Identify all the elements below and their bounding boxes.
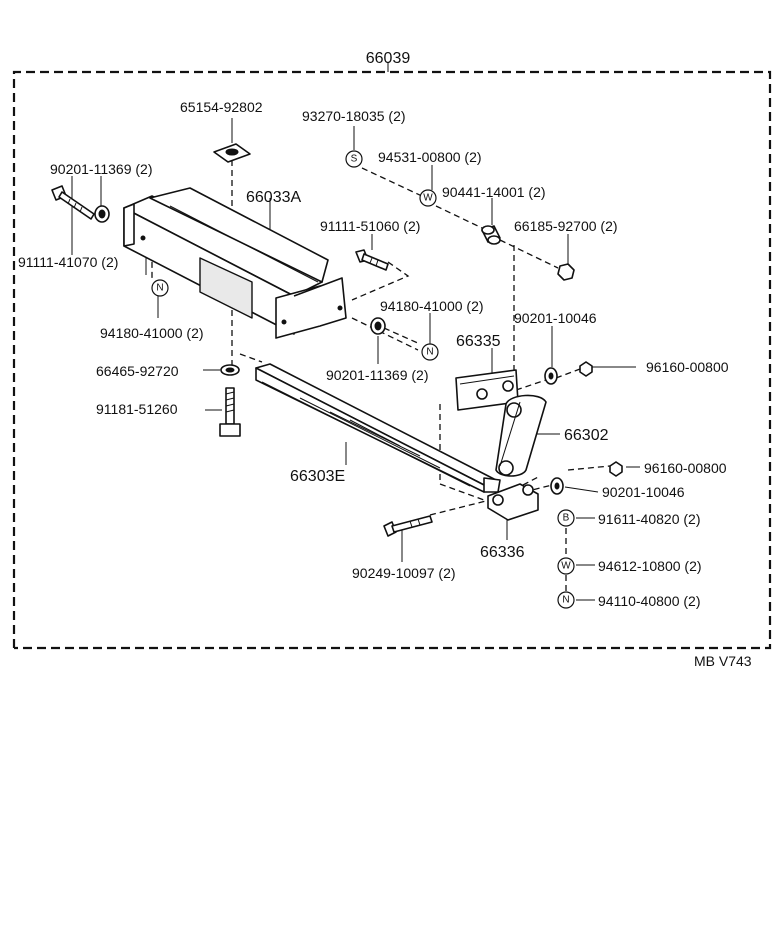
- label-66033a: 66033A: [246, 189, 301, 206]
- bolt-91111-41070: [51, 185, 95, 220]
- svg-text:N: N: [562, 595, 569, 606]
- label-90201-c: 90201-11369 (2): [326, 367, 428, 383]
- label-90201-d: 90201-10046: [602, 484, 685, 500]
- label-94110: 94110-40800 (2): [598, 593, 700, 609]
- leader-lines: [71, 118, 640, 601]
- label-94612: 94612-10800 (2): [598, 558, 702, 574]
- label-66303e: 66303E: [290, 468, 345, 485]
- label-66302: 66302: [564, 427, 609, 444]
- crossmember-66033a: [123, 187, 347, 339]
- svg-text:W: W: [423, 193, 433, 204]
- nut-66185: [557, 263, 575, 281]
- symbol-n-right: N: [421, 343, 439, 361]
- label-90201-a: 90201-11369 (2): [50, 161, 152, 177]
- label-90441: 90441-14001 (2): [442, 184, 546, 200]
- label-90201-b: 90201-10046: [514, 310, 597, 326]
- label-93270: 93270-18035 (2): [302, 108, 406, 124]
- bolt-91111-51060: [355, 249, 389, 271]
- label-66185: 66185-92700 (2): [514, 218, 618, 234]
- symbol-w-94612: W: [557, 557, 575, 575]
- label-94180-a: 94180-41000 (2): [100, 325, 204, 341]
- label-65154: 65154-92802: [180, 99, 263, 115]
- assembly-border: [12, 63, 772, 650]
- nut-96160-a: [579, 361, 593, 377]
- label-66336: 66336: [480, 544, 525, 561]
- nut-plate-65154: [213, 143, 251, 163]
- label-96160-b: 96160-00800: [644, 460, 727, 476]
- label-94180-b: 94180-41000 (2): [380, 298, 484, 314]
- washer-90201-c: [370, 317, 386, 335]
- symbol-s: S: [345, 150, 363, 168]
- washer-90201-a: [94, 205, 110, 223]
- svg-text:B: B: [563, 513, 570, 524]
- svg-text:N: N: [426, 347, 433, 358]
- symbol-b: B: [557, 509, 575, 527]
- label-66465: 66465-92720: [96, 363, 179, 379]
- label-66335: 66335: [456, 333, 501, 350]
- svg-text:N: N: [156, 283, 163, 294]
- symbol-n-94110: N: [557, 591, 575, 609]
- label-91611: 91611-40820 (2): [598, 511, 700, 527]
- nut-96160-b: [609, 461, 623, 477]
- label-96160-a: 96160-00800: [646, 359, 729, 375]
- bolt-90249: [383, 515, 433, 537]
- leaf-spring-66303e: [255, 363, 501, 493]
- washer-90201-d: [550, 477, 564, 495]
- label-91111-51060: 91111-51060 (2): [320, 218, 420, 234]
- shackle-66302: [495, 394, 547, 477]
- bracket-66336: [487, 483, 539, 521]
- diagram-code: MB V743: [694, 653, 752, 669]
- label-91111-41070: 91111-41070 (2): [18, 254, 118, 270]
- label-94531: 94531-00800 (2): [378, 149, 482, 165]
- label-90249: 90249-10097 (2): [352, 565, 456, 581]
- assembly-number: 66039: [366, 50, 411, 67]
- bolt-91181: [219, 387, 241, 437]
- symbol-n-left: N: [151, 279, 169, 297]
- washer-66465: [220, 364, 240, 376]
- svg-text:W: W: [561, 561, 571, 572]
- hanger-bracket-66335: [455, 369, 519, 411]
- svg-text:S: S: [351, 154, 358, 165]
- symbol-w-94531: W: [419, 189, 437, 207]
- label-91181: 91181-51260: [96, 401, 178, 417]
- washer-90201-b: [544, 367, 558, 385]
- collar-90441: [481, 225, 501, 245]
